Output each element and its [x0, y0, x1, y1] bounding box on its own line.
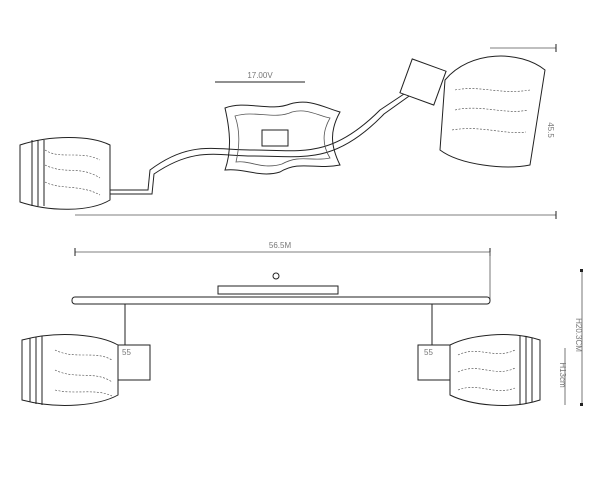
left-shade-side: 55 — [21, 334, 151, 406]
canopy-plate — [224, 101, 341, 175]
arm — [110, 89, 411, 191]
side-view: 56.5M 55 55 H13cm H20.3CM — [21, 241, 583, 406]
canopy-center — [261, 129, 289, 147]
right-shade-side: 55 — [417, 334, 541, 406]
tick — [580, 403, 583, 406]
ceiling-plate — [217, 285, 339, 295]
shade-height-label: H13cm — [558, 362, 567, 388]
overall-length-label: 56.5M — [269, 241, 292, 250]
mount-screw — [272, 272, 280, 280]
right-shade-top — [399, 55, 546, 168]
top-height-label: 45.5 — [546, 122, 555, 138]
tick — [580, 269, 583, 272]
bar-arm — [71, 296, 491, 305]
canopy-inner — [234, 110, 331, 167]
top-view: 17.00V 45.5 — [19, 44, 557, 219]
total-height-label: H20.3CM — [574, 318, 583, 352]
left-shade-top — [19, 137, 111, 210]
top-width-label: 17.00V — [247, 71, 273, 80]
right-shade-label: 55 — [424, 348, 433, 357]
arm-edge — [110, 93, 413, 195]
left-shade-label: 55 — [122, 348, 131, 357]
